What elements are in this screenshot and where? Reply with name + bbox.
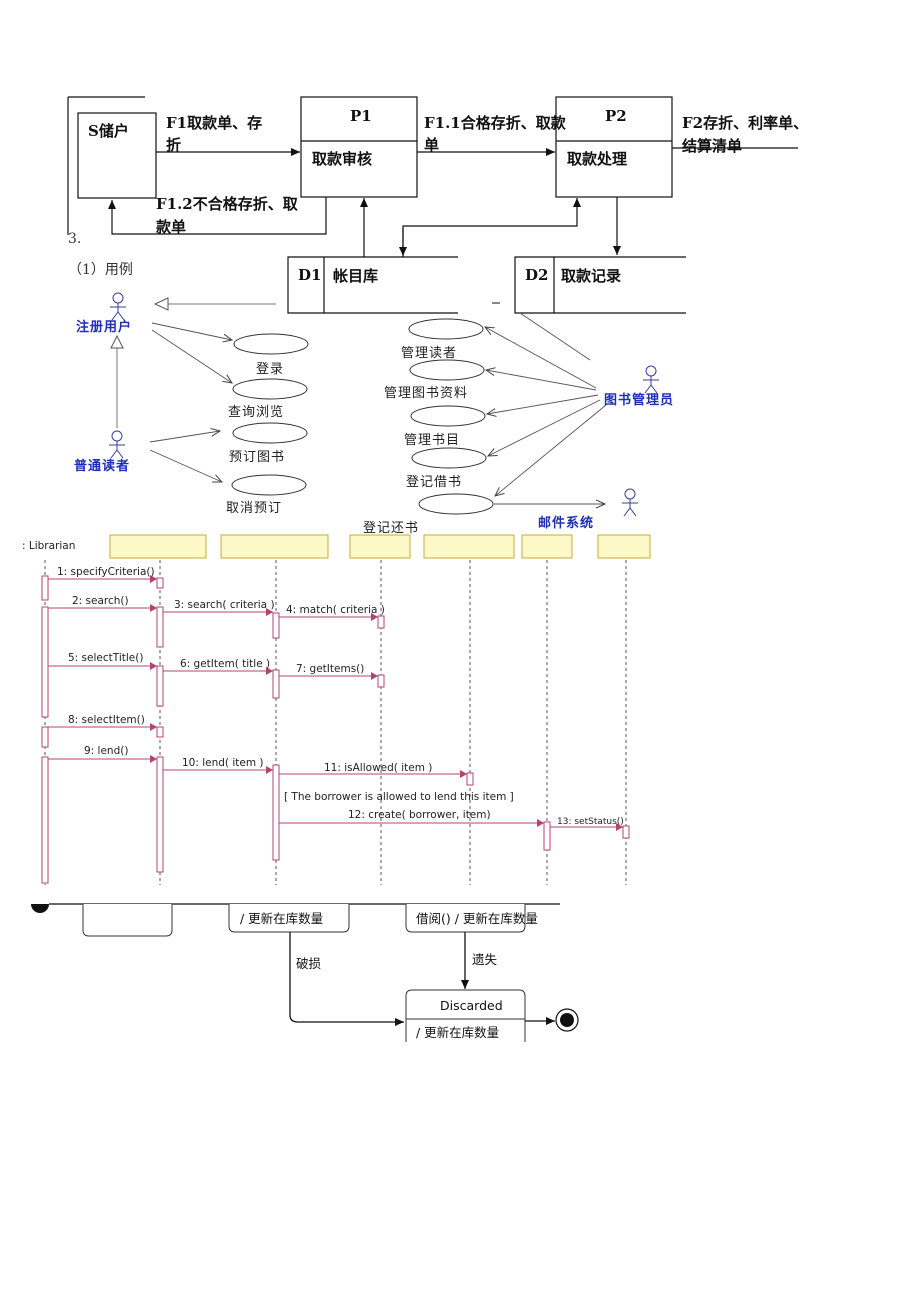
sequence-diagram: : Librarian [22,534,651,885]
process-p1-id: P1 [350,107,372,125]
datastore-d1 [287,256,458,314]
seq-msg-11: 11: isAllowed( item ) [324,762,432,774]
initial-state-dot [31,904,49,913]
flow-f2-label-line1: F2存折、利率单、 [682,114,808,132]
usecase-borrow-ellipse [411,447,487,469]
usecase-manage-reader-label: 管理读者 [401,346,457,361]
state-discarded-action: / 更新在库数量 [416,1025,499,1040]
flow-f1-label-line1: F1取款单、存 [166,114,262,132]
usecase-login-ellipse [233,333,309,355]
generalization-arrowhead-2 [153,297,169,311]
usecase-manage-book-label: 管理图书资料 [384,386,468,401]
seq-msg-2: 2: search() [72,595,129,607]
seq-msg-7: 7: getItems() [296,663,364,675]
datastore-d1-name: 帐目库 [333,267,378,285]
transition-damaged-label: 破损 [296,956,322,971]
seq-msg-5: 5: selectTitle() [68,652,143,664]
sequence-actor-label: : Librarian [22,540,75,552]
seq-msg-8: 8: selectItem() [68,714,145,726]
transition-damaged [289,932,404,1026]
flow-p2-d1-bidir [402,198,581,257]
usecase-manage-catalog-label: 管理书目 [404,433,460,448]
process-p1-name: 取款审核 [312,150,372,168]
actor-librarian-label: 图书管理员 [604,392,674,408]
dfd-left-border [67,96,145,235]
seq-msg-1: 1: specifyCriteria() [57,566,155,578]
actor-reader-icon [109,430,125,459]
seq-guard: [ The borrower is allowed to lend this i… [284,791,514,803]
usecase-cancel-label: 取消预订 [226,501,282,516]
flow-f1-label-line2: 折 [166,136,181,154]
transition-lost-label: 遗失 [472,952,498,967]
state-box-2-action: / 更新在库数量 [240,911,323,926]
seq-msg-6: 6: getItem( title ) [180,658,270,670]
process-p2-name: 取款处理 [567,150,627,168]
seq-msg-12: 12: create( borrower, item) [348,809,491,821]
final-state-inner [560,1013,574,1027]
usecase-return-ellipse [418,493,494,515]
usecase-reserve-label: 预订图书 [229,450,285,465]
state-discarded-name: Discarded [440,998,503,1013]
usecase-login-label: 登录 [256,362,284,377]
flow-f2-label-line2: 结算清单 [682,137,742,155]
state-box-1 [82,904,173,937]
usecase-manage-book-ellipse [409,359,485,381]
usecase-query-label: 查询浏览 [228,404,284,420]
sequence-lifeline-headers [109,534,651,559]
generalization-arrowhead [110,334,124,349]
data-flow-diagram: S储户 P1 取款审核 P2 取款处理 F1取款单、存 折 F1.1合格存折、取… [67,96,808,314]
usecase-manage-reader-ellipse [408,318,484,340]
process-p2-id: P2 [605,107,627,125]
flow-f11-label-line1: F1.1合格存折、取款 [424,114,567,132]
datastore-d2-id: D2 [525,266,548,284]
flow-f12-label-line1: F1.2不合格存折、取 [156,195,299,213]
datastore-d2 [514,256,686,314]
state-box-2 [228,904,350,933]
section-number: 3. [68,231,81,247]
actor-mail-system-icon [622,488,638,517]
actor-registered-user-icon [110,292,126,321]
seq-msg-9: 9: lend() [84,745,128,757]
process-p2-box [555,96,673,198]
seq-msg-13: 13: setStatus() [557,817,624,827]
actor-mail-system-label: 邮件系统 [538,515,594,531]
subsection-heading: （1）用例 [68,262,133,278]
usecase-query-ellipse [232,378,308,400]
store-s-box [77,112,157,199]
use-case-diagram: 注册用户 普通读者 图书管理员 [74,292,674,536]
actor-reader-label: 普通读者 [74,458,130,474]
usecase-borrow-label: 登记借书 [406,475,462,490]
usecase-manage-catalog-ellipse [410,405,486,427]
usecase-reserve-ellipse [232,422,308,444]
flow-f12-label-line2: 款单 [156,218,186,236]
state-discarded-box [405,989,526,1042]
seq-msg-3: 3: search( criteria ) [174,599,275,611]
datastore-d1-id: D1 [298,266,321,284]
flow-f12-arrow [108,197,327,235]
usecase-return-label: 登记还书 [363,521,419,536]
state-chart: / 更新在库数量 借阅() / 更新在库数量 破损 遗失 Discarded /… [31,903,579,1042]
store-s-label: S储户 [88,122,129,140]
seq-msg-4: 4: match( criteria ) [286,604,385,616]
process-p1-box [300,96,418,198]
state-box-3-action: 借阅() / 更新在库数量 [416,911,538,926]
datastore-d2-name: 取款记录 [561,267,621,285]
flow-f11-label-line2: 单 [424,136,439,154]
seq-msg-10: 10: lend( item ) [182,757,264,769]
actor-registered-user-label: 注册用户 [76,319,132,335]
sequence-activations [41,575,630,884]
actor-librarian-icon [643,365,659,394]
usecase-cancel-ellipse [231,474,307,496]
